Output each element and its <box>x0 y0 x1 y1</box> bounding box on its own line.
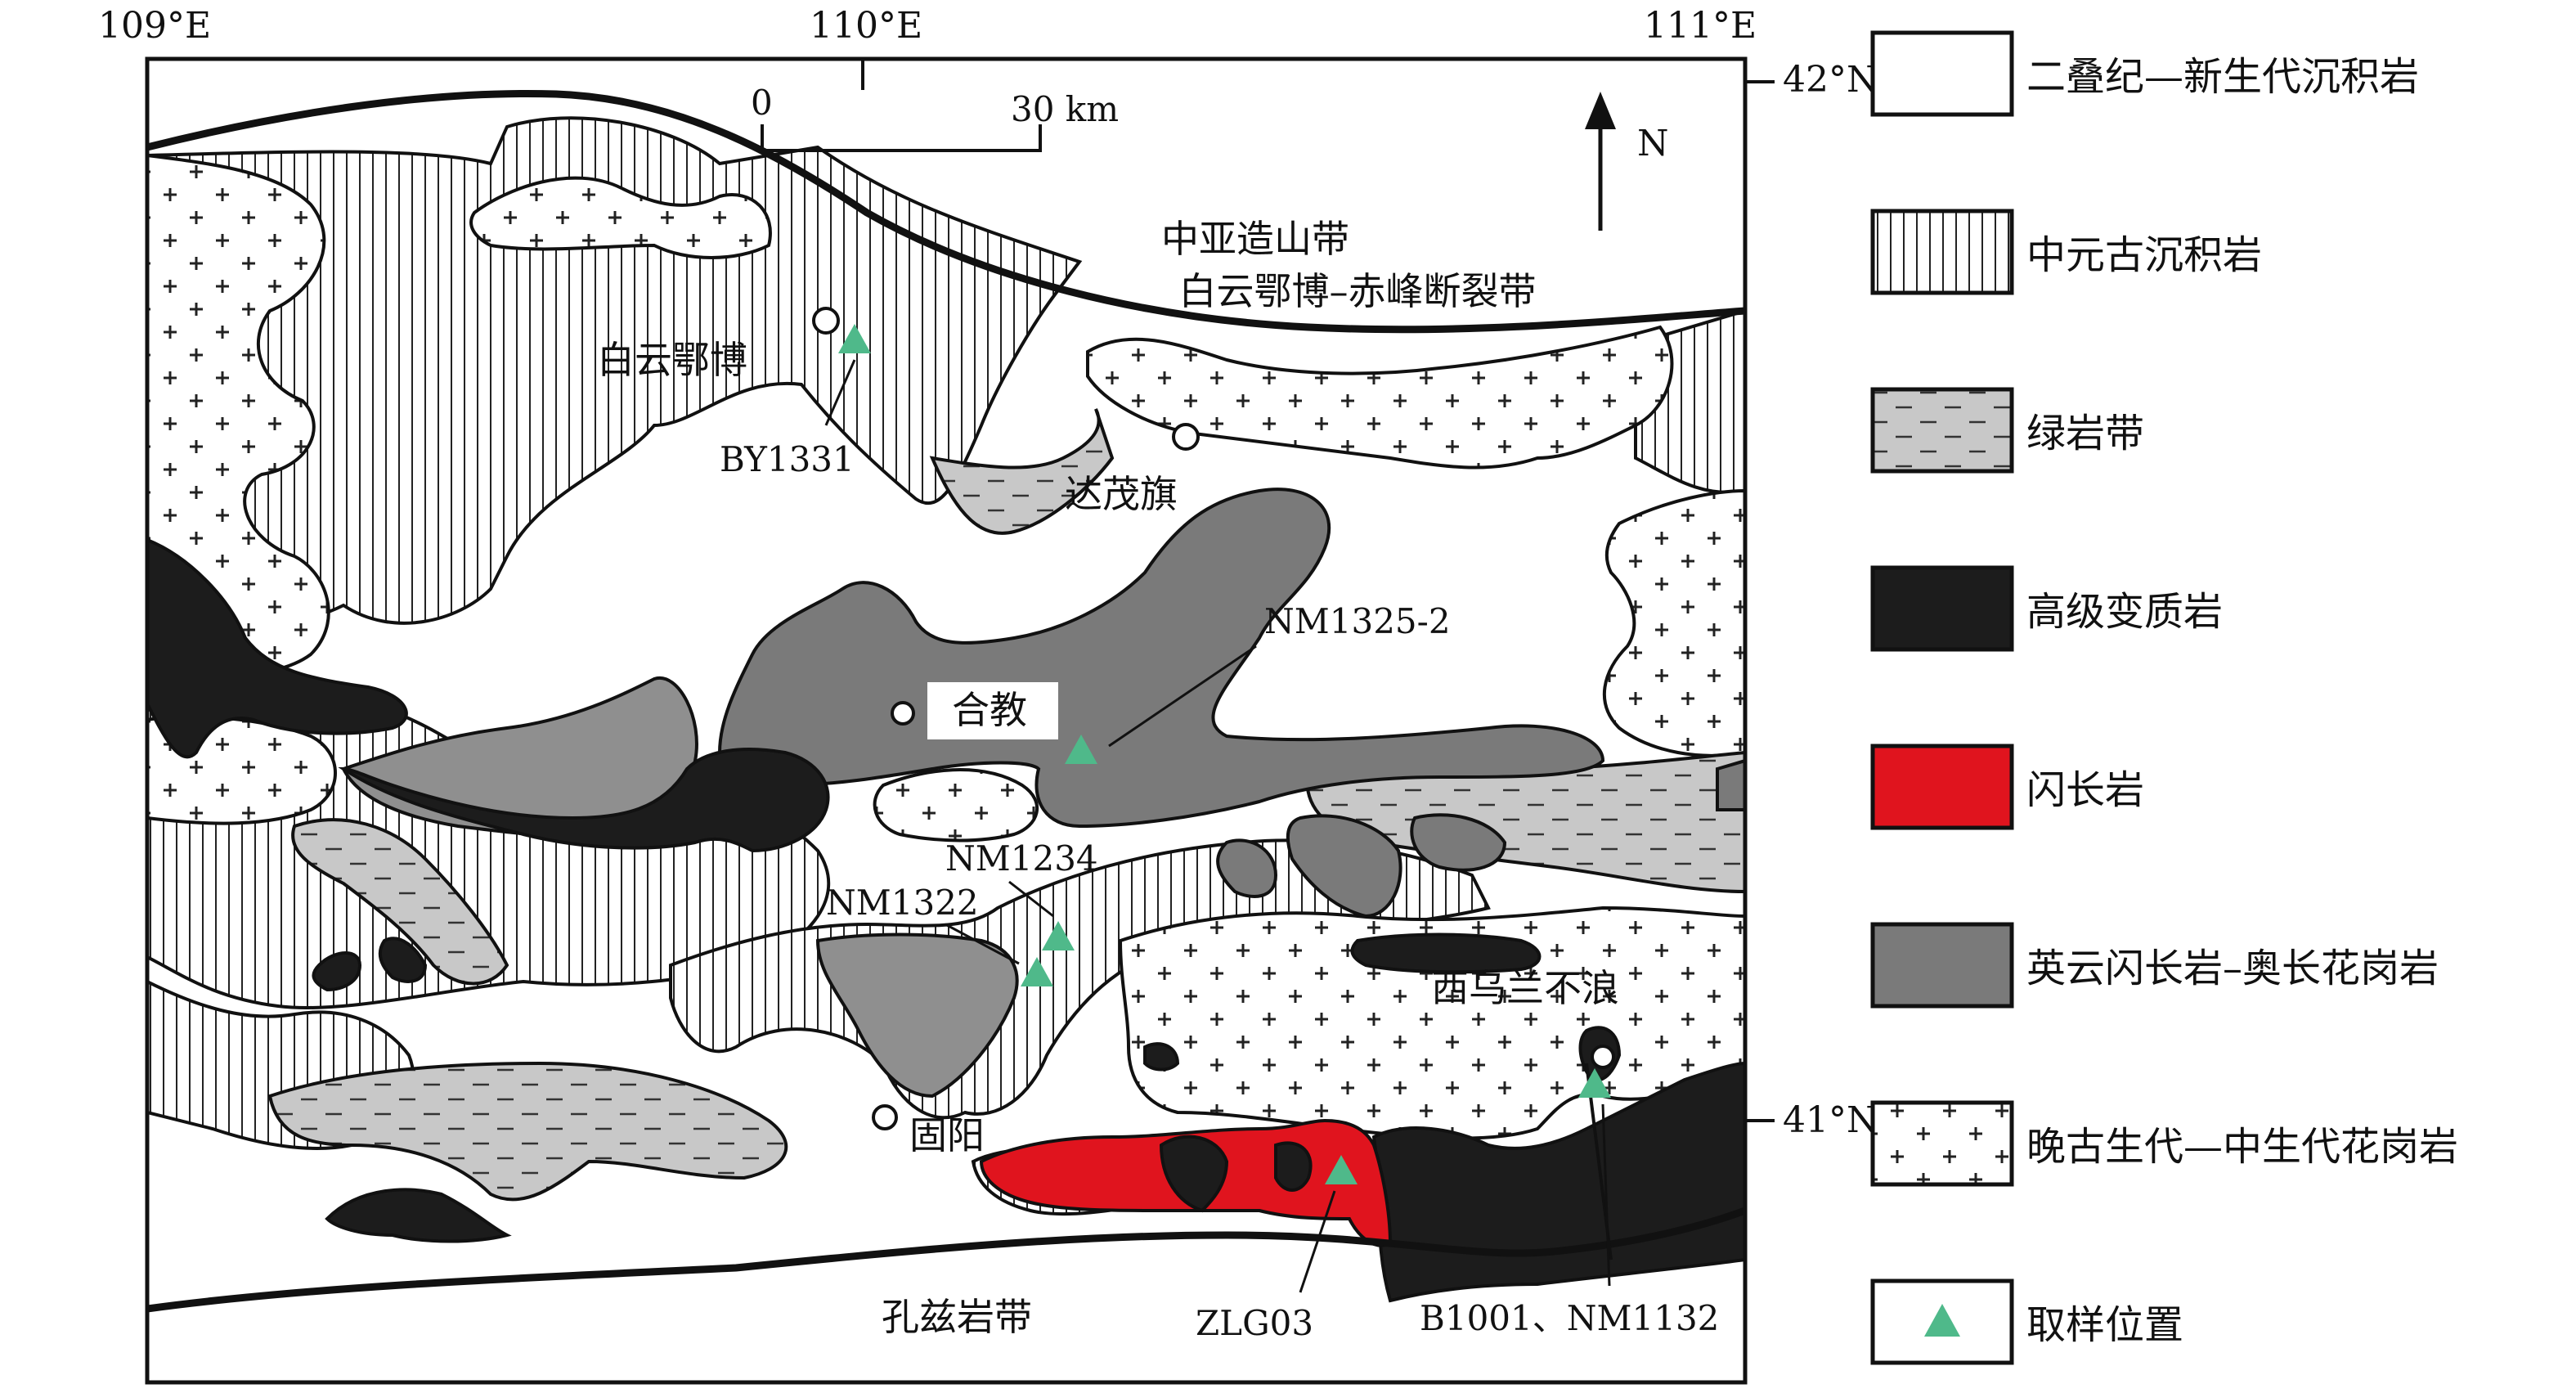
label-b1001: B1001、NM1132 <box>1420 1298 1719 1338</box>
fault-north <box>147 89 1745 334</box>
sample-marker-nm1325 <box>1065 735 1097 764</box>
hg-small-south <box>1143 1042 1180 1072</box>
granite-upper-east <box>1086 325 1674 470</box>
label-hejiao: 合教 <box>952 688 1027 732</box>
label-nm1325: NM1325-2 <box>1264 601 1451 641</box>
greenstone-south <box>267 1061 788 1202</box>
greenstone-west <box>291 818 509 986</box>
label-nm1234: NM1234 <box>945 838 1098 878</box>
hejiao-label-box <box>927 682 1058 739</box>
granite-north <box>469 176 772 259</box>
places: 白云鄂博 达茂旗 合教 固阳 西乌兰不浪 <box>597 307 1619 1157</box>
label-orogen-1: 中亚造山带 <box>1161 217 1349 261</box>
svg-text:晚古生代—中生代花岗岩: 晚古生代—中生代花岗岩 <box>2026 1124 2458 1170</box>
hg-mid-belt <box>1350 932 1542 974</box>
north-label: N <box>1637 123 1669 164</box>
ttg-guyang <box>815 932 1019 1099</box>
svg-text:绿岩带: 绿岩带 <box>2026 411 2144 456</box>
legend-item-sample: 取样位置 <box>1870 1278 2183 1365</box>
coord-42n: 42°N <box>1783 59 1878 101</box>
label-baiyunebo: 白云鄂博 <box>597 338 747 382</box>
sample-marker-b1001 <box>1578 1068 1611 1098</box>
coord-109e: 109°E <box>98 5 211 47</box>
hg-lens-sw <box>325 1188 512 1243</box>
hg-lens-1 <box>312 951 362 992</box>
label-zlg03: ZLG03 <box>1196 1303 1313 1343</box>
town-marker-baiyunebo <box>812 307 840 335</box>
sample-marker-by1331 <box>838 324 871 353</box>
legend-item-sedimentary: 二叠纪—新生代沉积岩 <box>1870 30 2419 117</box>
label-nm1322: NM1322 <box>826 883 979 923</box>
hg-central-band <box>338 748 830 853</box>
label-xiwulanbulang: 西乌兰不浪 <box>1431 966 1619 1010</box>
svg-text:取样位置: 取样位置 <box>2026 1302 2183 1348</box>
samples: BY1331 NM1325-2 NM1234 NM1322 ZLG03 B100… <box>720 324 1719 1343</box>
ttg-small-2 <box>1286 814 1402 919</box>
sample-marker-zlg03 <box>1325 1155 1358 1184</box>
north-arrow: N <box>1585 92 1669 231</box>
scale-start: 0 <box>751 83 773 123</box>
sample-marker-nm1322 <box>1021 957 1053 986</box>
coordinate-ticks <box>861 59 1775 1122</box>
region-labels: 中亚造山带 白云鄂博–赤峰断裂带 孔兹岩带 <box>882 217 1537 1339</box>
svg-text:高级变质岩: 高级变质岩 <box>2026 589 2223 635</box>
legend-item-greenstone: 绿岩带 <box>1870 387 2144 474</box>
granite-west <box>147 153 330 677</box>
ttg-main <box>717 488 1605 829</box>
legend: 二叠纪—新生代沉积岩 中元古沉积岩 绿岩带 高级变质岩 闪长岩 英云闪长岩–奥长… <box>1870 30 2458 1365</box>
coordinate-labels: 109°E 110°E 111°E 42°N 41°N <box>98 5 1878 1141</box>
hg-lens-2 <box>378 937 428 983</box>
scale-end: 30 km <box>1011 89 1119 129</box>
ttg-small-1 <box>1216 838 1278 898</box>
legend-item-diorite: 闪长岩 <box>1870 744 2144 830</box>
town-marker-guyang <box>872 1104 898 1130</box>
svg-text:中元古沉积岩: 中元古沉积岩 <box>2026 232 2262 278</box>
hg-west-lens <box>147 537 408 759</box>
sample-marker-nm1234 <box>1042 921 1075 950</box>
label-orogen-2: 白云鄂博–赤峰断裂带 <box>1179 269 1537 313</box>
greenstone-north <box>929 408 1115 535</box>
label-guyang: 固阳 <box>909 1113 985 1157</box>
town-marker-damaoqi <box>1172 423 1200 451</box>
legend-sample-marker <box>1924 1304 1960 1337</box>
label-khondalite: 孔兹岩带 <box>882 1295 1032 1339</box>
meso-band-north <box>147 116 1083 631</box>
diorite-inner-black-2 <box>1274 1141 1313 1192</box>
coord-111e: 111°E <box>1644 5 1757 47</box>
coord-41n: 41°N <box>1783 1099 1878 1141</box>
legend-item-ttg: 英云闪长岩–奥长花岗岩 <box>1870 922 2439 1009</box>
fault-south <box>147 1207 1745 1313</box>
legend-item-granite: 晚古生代—中生代花岗岩 <box>1870 1100 2458 1187</box>
town-marker-xiwulanbulang <box>1591 1045 1615 1069</box>
ttg-small-east <box>1716 758 1745 811</box>
town-marker-hejiao <box>891 701 915 726</box>
svg-text:二叠纪—新生代沉积岩: 二叠纪—新生代沉积岩 <box>2026 54 2419 100</box>
granite-central <box>873 768 1039 843</box>
coord-110e: 110°E <box>810 5 922 47</box>
label-damaoqi: 达茂旗 <box>1065 472 1178 516</box>
svg-text:英云闪长岩–奥长花岗岩: 英云闪长岩–奥长花岗岩 <box>2026 946 2439 991</box>
ttg-small-3 <box>1410 813 1507 872</box>
legend-item-mesoproterozoic: 中元古沉积岩 <box>1870 209 2262 295</box>
map-content <box>147 59 1745 1382</box>
legend-item-high-grade: 高级变质岩 <box>1870 565 2223 652</box>
label-by1331: BY1331 <box>720 439 855 479</box>
map-frame <box>145 56 1748 1385</box>
granite-east-fringe <box>1602 488 1745 757</box>
scale-bar: 0 30 km <box>751 83 1119 152</box>
diorite-inner-black <box>1159 1135 1229 1213</box>
svg-text:闪长岩: 闪长岩 <box>2026 767 2144 813</box>
